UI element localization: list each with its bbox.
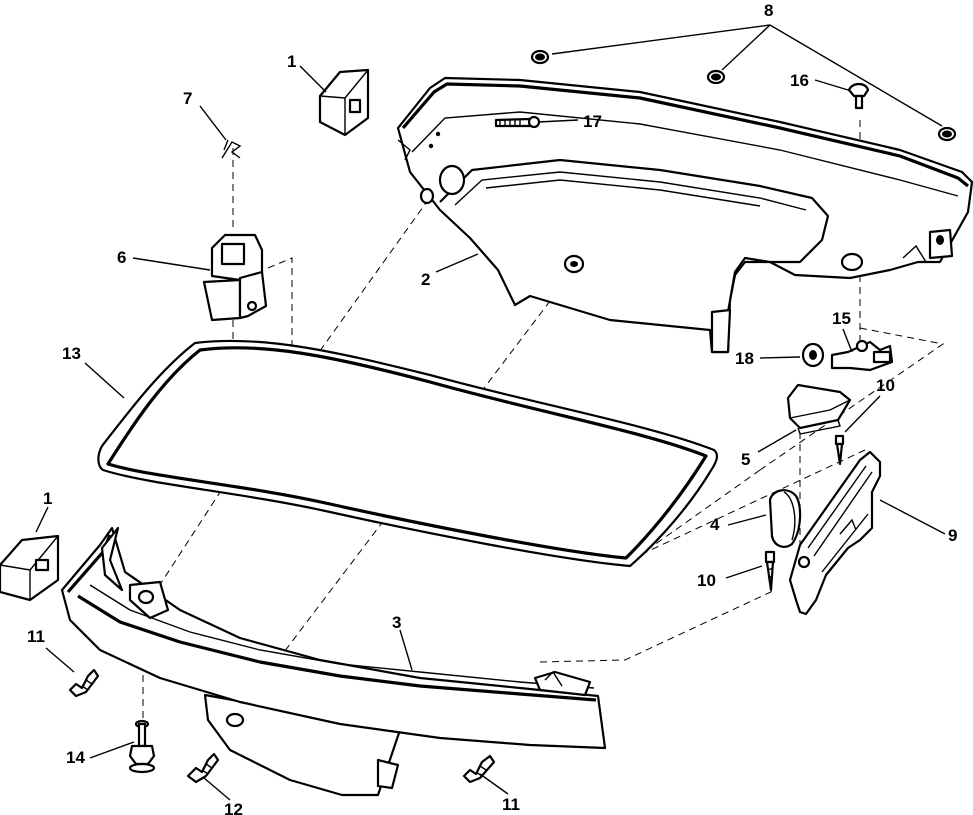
callout-11: 11 [502, 795, 520, 814]
bolt-14 [128, 719, 156, 774]
callout-14: 14 [66, 748, 85, 767]
plug-icon [706, 69, 726, 85]
screw-11-left [68, 668, 100, 698]
latch-block-left [0, 534, 60, 602]
screw-11-right [462, 754, 496, 784]
screw-16 [847, 82, 870, 110]
plug-icon [530, 49, 550, 65]
clip-part [221, 139, 242, 159]
callout-4: 4 [710, 515, 720, 534]
callout-7: 7 [183, 89, 192, 108]
part-labels: 8 1 16 7 17 6 2 15 13 18 10 5 1 4 9 10 3… [27, 1, 957, 815]
callout-11: 11 [27, 627, 45, 646]
callout-8: 8 [764, 1, 773, 20]
screw-10-lower [764, 550, 776, 592]
upper-cover [396, 76, 973, 354]
lower-cover [60, 526, 607, 797]
washer-part [801, 342, 825, 368]
callout-10: 10 [697, 571, 716, 590]
callout-10: 10 [876, 376, 895, 395]
callout-17: 17 [583, 112, 602, 131]
plug-icon [937, 126, 957, 142]
callout-12: 12 [224, 800, 243, 815]
callout-15: 15 [832, 309, 851, 328]
callout-2: 2 [421, 270, 430, 289]
latch-plate [786, 383, 852, 435]
callout-3: 3 [392, 613, 401, 632]
latch-bracket [202, 233, 268, 322]
plug-parts [530, 49, 957, 274]
callout-13: 13 [62, 344, 81, 363]
callout-1: 1 [43, 489, 52, 508]
lever-part [830, 339, 894, 372]
lever-bracket [788, 450, 882, 616]
callout-1: 1 [287, 52, 296, 71]
callout-16: 16 [790, 71, 809, 90]
plug-icon [563, 254, 585, 274]
callout-6: 6 [117, 248, 126, 267]
screw-12 [186, 752, 220, 784]
leader-lines [35, 24, 946, 801]
callout-18: 18 [735, 349, 754, 368]
callout-9: 9 [948, 526, 957, 545]
callout-5: 5 [741, 450, 750, 469]
cap-part [768, 489, 802, 548]
seal-gasket [97, 339, 719, 568]
latch-block-top [318, 68, 370, 137]
screw-10-upper [834, 434, 845, 466]
